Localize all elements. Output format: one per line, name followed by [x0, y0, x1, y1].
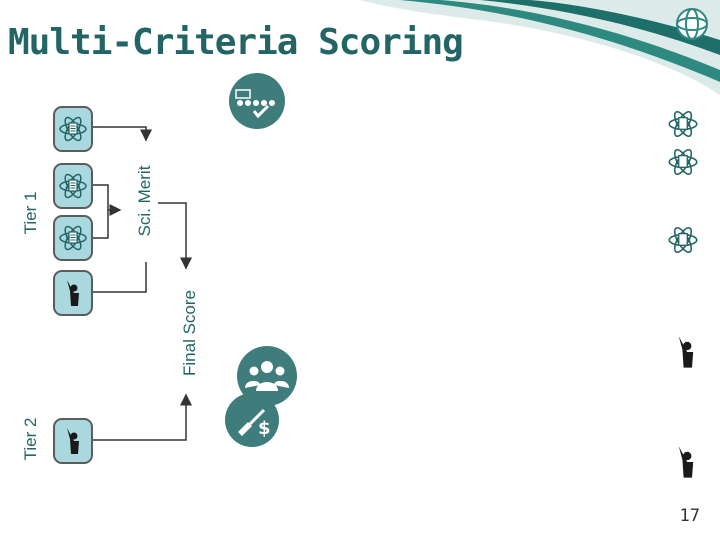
slide-title: Multi-Criteria Scoring [8, 22, 464, 63]
final-score-label: Final Score [180, 290, 199, 376]
shovel-dollar-icon: $ [225, 393, 279, 447]
science-proposal-box [53, 163, 93, 209]
tier1-label: Tier 1 [21, 191, 40, 235]
science-proposal-box [53, 215, 93, 261]
globe-logo-icon [676, 8, 708, 40]
atom-document-icon [667, 106, 699, 142]
applicant-box [53, 418, 93, 464]
person-raising-hand-icon [67, 280, 79, 306]
svg-text:$: $ [258, 418, 271, 439]
sci-merit-label: Sci. Merit [135, 165, 154, 237]
atom-document-icon [667, 144, 699, 180]
atom-document-icon [667, 222, 699, 258]
ranking-checkmark-icon [229, 73, 285, 129]
tier2-label: Tier 2 [21, 417, 40, 461]
atom-document-icon [59, 116, 87, 142]
science-proposal-box [53, 106, 93, 152]
person-raising-hand-icon [67, 428, 79, 454]
atom-document-icon [59, 225, 87, 251]
person-raising-hand-icon [668, 330, 704, 374]
header-swoosh-decoration [360, 0, 720, 95]
page-number: 17 [679, 506, 700, 526]
applicant-box [53, 270, 93, 316]
person-raising-hand-icon [668, 440, 704, 484]
group-people-icon [237, 346, 297, 406]
atom-document-icon [59, 173, 87, 199]
